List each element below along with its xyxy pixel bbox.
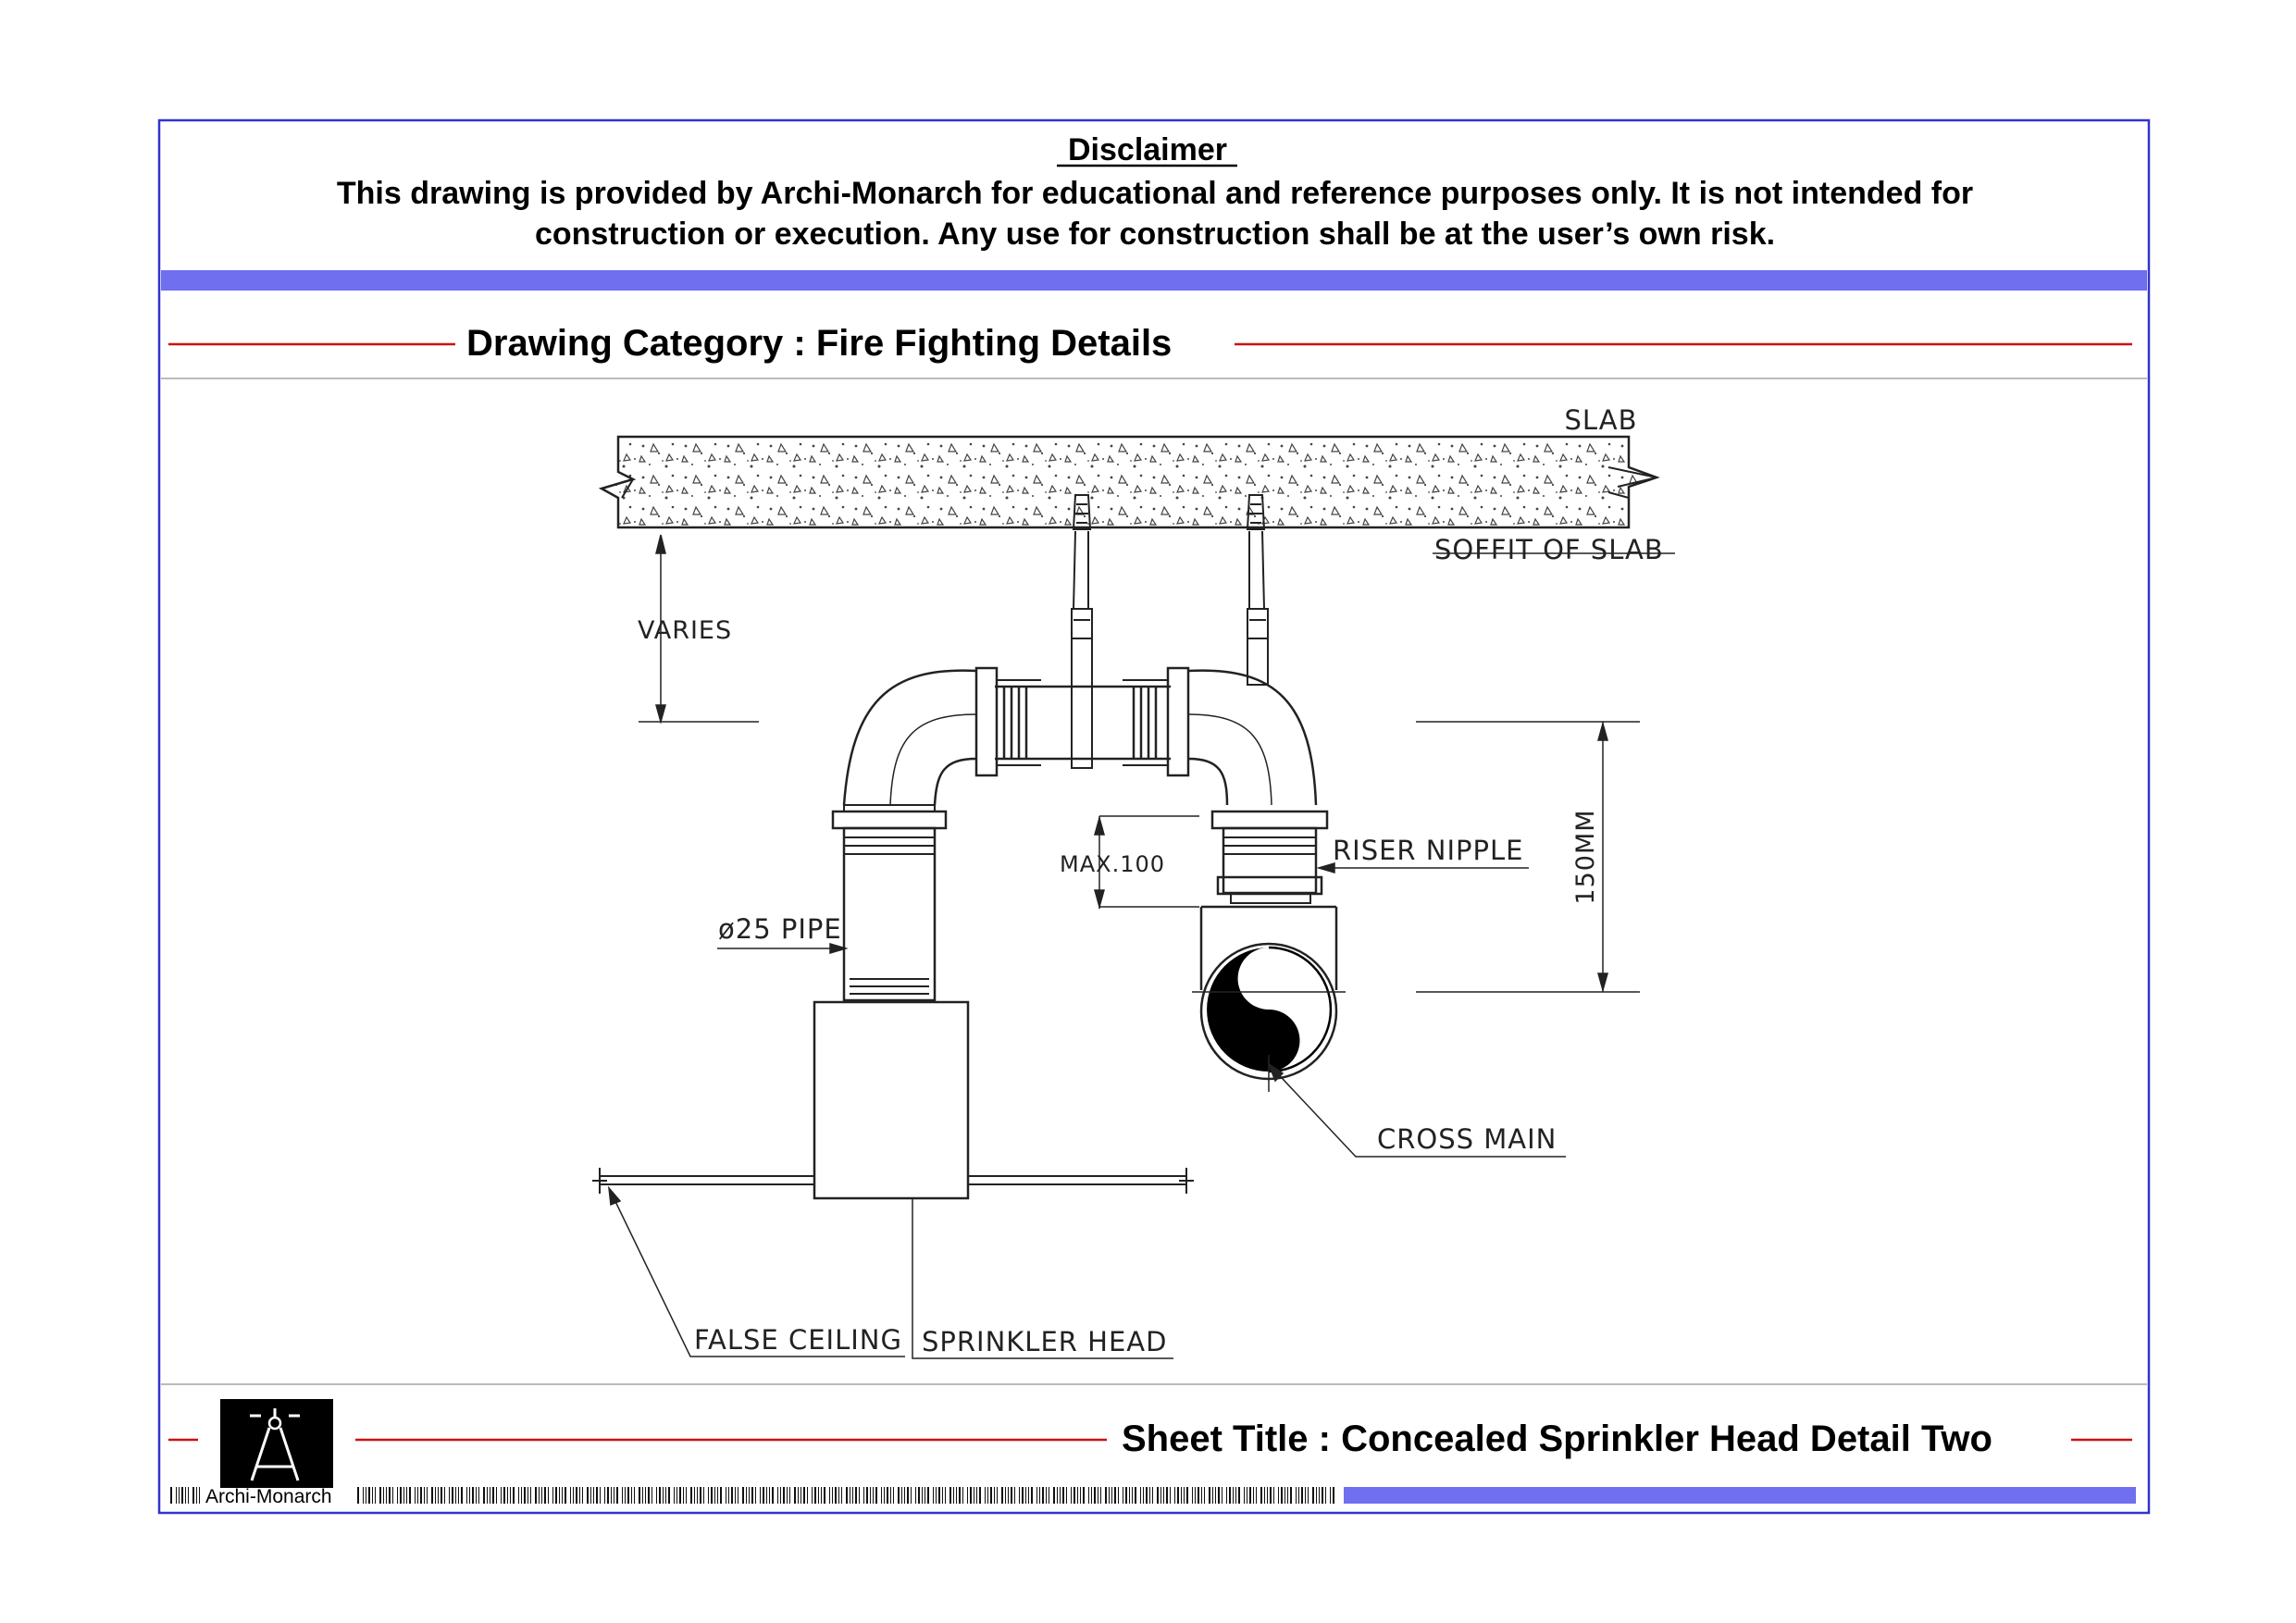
leader-lines	[607, 552, 1675, 1359]
max100-dimension	[1094, 815, 1199, 910]
header-accent-band	[161, 270, 2147, 291]
barcode-right	[357, 1487, 1334, 1504]
label-150mm: 150MM	[1571, 809, 1600, 904]
logo-text: Archi-Monarch	[205, 1486, 332, 1507]
varies-dimension	[639, 534, 759, 725]
disclaimer-line-1: This drawing is provided by Archi-Monarc…	[337, 176, 1973, 211]
pipe-hanger-right	[1246, 494, 1269, 686]
sprinkler-head-body	[813, 1000, 970, 1200]
label-max-100: MAX.100	[1060, 851, 1165, 877]
barcode-left	[170, 1487, 200, 1504]
label-varies: VARIES	[638, 616, 732, 645]
outer-border	[157, 118, 2151, 1515]
label-cross-main: CROSS MAIN	[1377, 1123, 1557, 1155]
label-false-ceiling: FALSE CEILING	[694, 1324, 902, 1356]
sheet-title: Sheet Title : Concealed Sprinkler Head D…	[1122, 1419, 1992, 1459]
category-title: Drawing Category : Fire Fighting Details	[466, 323, 1172, 364]
cross-main	[1192, 905, 1346, 1092]
right-elbow	[1187, 669, 1329, 830]
pipe-25	[842, 826, 937, 1002]
label-pipe-25: ø25 PIPE	[718, 913, 842, 945]
archi-monarch-logo	[220, 1399, 333, 1488]
150mm-dimension	[1416, 721, 1640, 993]
label-sprinkler-head: SPRINKLER HEAD	[922, 1326, 1167, 1357]
left-elbow	[831, 669, 977, 830]
label-slab: SLAB	[1565, 404, 1638, 436]
footer-accent-band	[1344, 1487, 2136, 1504]
false-ceiling	[592, 1168, 1194, 1194]
label-riser-nipple: RISER NIPPLE	[1333, 835, 1524, 866]
pipe-hanger-left	[1071, 494, 1093, 769]
label-soffit-of-slab: SOFFIT OF SLAB	[1434, 534, 1664, 565]
branch-pipe	[974, 666, 1190, 777]
disclaimer-line-2: construction or execution. Any use for c…	[535, 217, 1775, 252]
riser-nipple	[1216, 826, 1323, 904]
disclaimer-heading: Disclaimer	[1068, 132, 1227, 167]
concrete-slab	[598, 435, 1660, 529]
